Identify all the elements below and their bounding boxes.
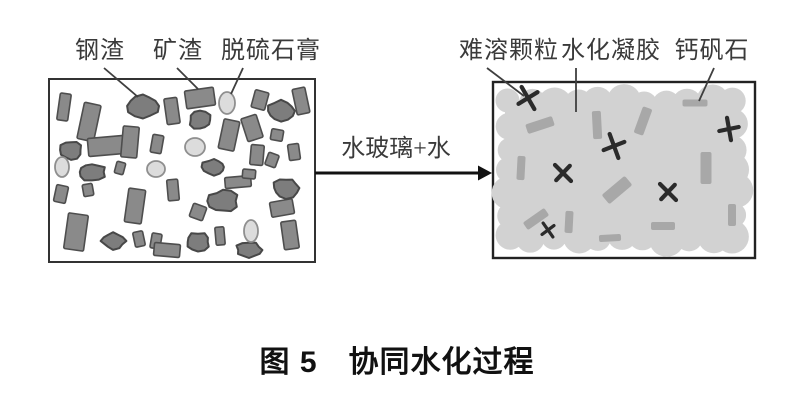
label-steel-slag: 钢渣 <box>75 38 125 64</box>
gypsum-ellipse-particle <box>243 219 259 243</box>
leader-line-mineral-slag <box>176 67 199 90</box>
slag-rect-particle <box>264 151 280 169</box>
insoluble-particle-cross <box>601 131 627 161</box>
label-ettringite: 钙矾石 <box>674 38 750 64</box>
leader-line-insoluble-particles <box>486 67 525 97</box>
steel-slag-blob-particle <box>272 178 301 200</box>
steel-slag-blob-particle <box>200 158 225 177</box>
gypsum-ellipse-particle <box>146 160 166 178</box>
label-insoluble-particles: 难溶颗粒 <box>459 38 559 64</box>
slag-rect-particle <box>86 134 126 158</box>
ettringite-rod <box>598 234 622 242</box>
slag-rect-particle <box>214 225 226 247</box>
slag-rect-particle <box>240 113 264 143</box>
insoluble-particle-cross <box>516 84 540 112</box>
hydration-process-diagram <box>48 67 757 263</box>
steel-slag-blob-particle <box>235 241 264 259</box>
insoluble-particle-cross <box>552 162 574 184</box>
ettringite-rod <box>525 116 555 134</box>
leader-line-ettringite <box>698 67 715 102</box>
ettringite-rod <box>682 99 708 107</box>
insoluble-particle-cross <box>657 181 679 203</box>
insoluble-particle-cross <box>540 221 556 239</box>
leader-line-steel-slag <box>103 67 139 98</box>
slag-rect-particle <box>188 202 208 222</box>
ettringite-rod <box>523 208 549 230</box>
slag-rect-particle <box>268 198 296 218</box>
slag-rect-particle <box>56 92 72 122</box>
leader-line-desulfurized-gypsum <box>230 67 244 95</box>
slag-rect-particle <box>152 241 182 259</box>
slag-rect-particle <box>165 178 181 202</box>
slag-rect-particle <box>286 142 302 162</box>
steel-slag-blob-particle <box>126 93 160 120</box>
steel-slag-blob-particle <box>267 98 296 123</box>
gypsum-ellipse-particle <box>54 156 70 178</box>
steel-slag-blob-particle <box>59 141 82 161</box>
slag-rect-particle <box>183 86 217 110</box>
slag-rect-particle <box>62 212 90 252</box>
gypsum-ellipse-particle <box>184 137 206 157</box>
slag-rect-particle <box>81 182 95 198</box>
slag-rect-particle <box>120 125 140 159</box>
slag-rect-particle <box>241 168 257 180</box>
steel-slag-blob-particle <box>206 188 239 213</box>
gypsum-ellipse-particle <box>218 91 236 115</box>
slag-rect-particle <box>149 133 165 155</box>
gel-cloud <box>491 84 754 257</box>
process-arrow-head <box>478 165 492 181</box>
ettringite-rod <box>564 210 574 234</box>
label-mineral-slag: 矿渣 <box>153 38 203 64</box>
steel-slag-blob-particle <box>188 109 212 130</box>
gel-cloud-body <box>505 100 739 240</box>
steel-slag-blob-particle <box>186 232 210 253</box>
ettringite-rod <box>591 110 603 140</box>
slag-rect-particle <box>291 86 311 116</box>
slag-rect-particle <box>280 219 300 251</box>
ettringite-rod <box>700 152 712 184</box>
label-hydration-gel: 水化凝胶 <box>561 38 661 64</box>
ettringite-rod <box>651 222 675 230</box>
slag-rect-particle <box>269 127 285 143</box>
ettringite-rod <box>634 106 652 136</box>
slag-rect-particle <box>123 187 147 225</box>
slag-rect-particle <box>132 230 146 248</box>
steel-slag-blob-particle <box>78 163 106 182</box>
slag-rect-particle <box>250 89 270 111</box>
insoluble-particle-cross <box>717 115 741 143</box>
slag-rect-particle <box>217 118 241 152</box>
ettringite-rod <box>516 155 526 181</box>
figure-caption: 图 5 协同水化过程 <box>259 346 535 379</box>
slag-rect-particle <box>113 160 127 176</box>
ettringite-rod <box>728 204 736 226</box>
slag-rect-particle <box>76 101 102 143</box>
slag-rect-particle <box>52 183 70 205</box>
ettringite-rod <box>602 176 632 204</box>
arrow-label-waterglass-water: 水玻璃+水 <box>341 136 451 162</box>
slag-rect-particle <box>163 96 181 126</box>
label-desulfurized-gypsum: 脱硫石膏 <box>221 38 321 64</box>
slag-rect-particle <box>248 143 266 167</box>
steel-slag-blob-particle <box>99 231 128 251</box>
